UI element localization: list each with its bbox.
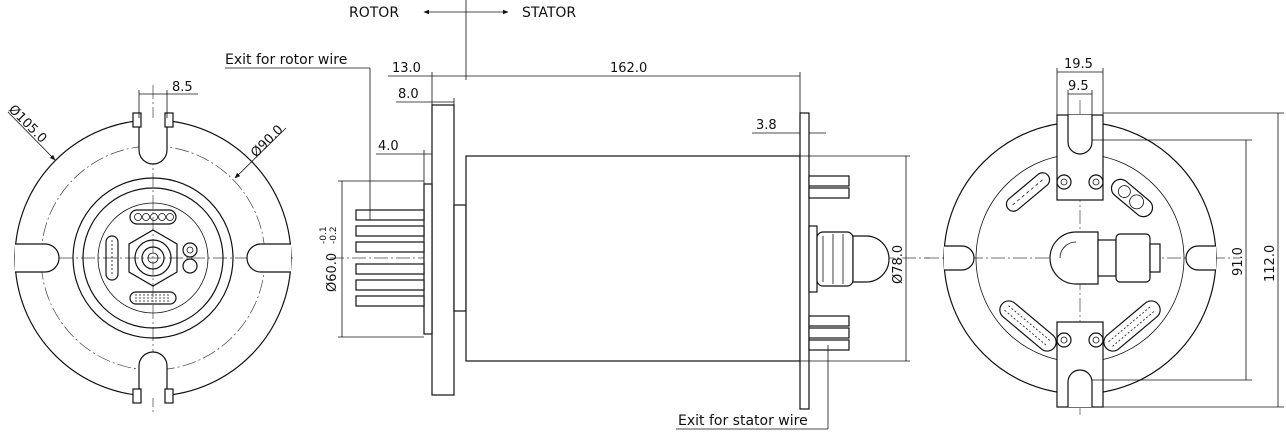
- flange-offset-dim: 13.0: [392, 61, 421, 76]
- rotor-dia-dim: Ø60.0: [325, 253, 340, 292]
- front-bolt-circle-dim: Ø90.0: [248, 123, 286, 161]
- rear-slot-width-dim: 9.5: [1068, 79, 1089, 94]
- stator-wire-callout: Exit for stator wire: [678, 413, 808, 429]
- overall-height-dim: 112.0: [1263, 245, 1278, 282]
- rotor-label: ROTOR: [349, 5, 399, 21]
- rotor-dia-tol-upper: -0.1: [319, 226, 329, 244]
- body-dia-dim: Ø78.0: [891, 245, 906, 284]
- front-outer-dia-dim: Ø105.0: [5, 102, 49, 146]
- slot-pitch-dim: 91.0: [1231, 247, 1246, 276]
- front-slot-width-dim: 8.5: [172, 80, 193, 95]
- rear-view: 19.5 9.5 91.0 112.0: [925, 57, 1284, 415]
- flange-thickness-dim: 8.0: [398, 87, 419, 102]
- front-view: 8.5 Ø105.0 Ø90.0: [5, 80, 295, 415]
- step-dim: 4.0: [378, 139, 399, 154]
- rotor-wire-callout: Exit for rotor wire: [225, 52, 347, 68]
- rotor-dia-tol-lower: -0.2: [329, 226, 339, 244]
- bracket-width-dim: 19.5: [1064, 57, 1093, 72]
- side-view: 13.0 162.0 8.0 4.0 3.8 Exit for rotor wi…: [225, 52, 930, 430]
- stator-label: STATOR: [522, 5, 576, 21]
- length-dim: 162.0: [610, 61, 647, 76]
- stator-flange-dim: 3.8: [756, 118, 777, 133]
- rotor-stator-header: ROTOR STATOR: [349, 0, 576, 80]
